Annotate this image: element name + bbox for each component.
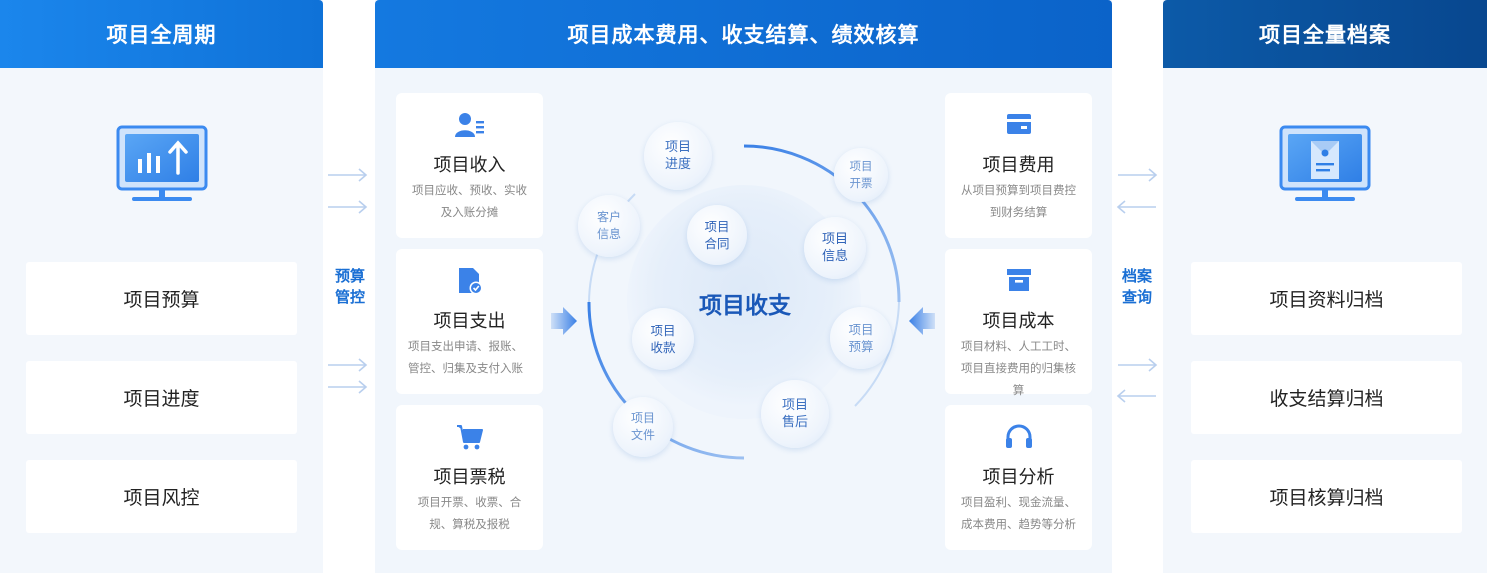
card-cost-title: 项目成本 [982, 311, 1055, 332]
settlement-column: 项目成本费用、收支结算、绩效核算 项目收入 项目应收、预收、实收及入账分摊 项目… [375, 0, 1112, 573]
archive-query-label-line1: 档案 [1121, 267, 1152, 285]
card-income-title: 项目收入 [433, 155, 506, 176]
bubble-contract: 项目合同 [687, 205, 747, 265]
card-income-desc: 项目应收、预收、实收及入账分摊 [412, 183, 527, 219]
bubble-info: 项目信息 [804, 217, 866, 279]
budget-control-label: 预算 管控 [330, 266, 370, 308]
item-progress: 项目进度 [26, 361, 297, 434]
card-analysis-desc: 项目盈利、现金流量、成本费用、趋势等分析 [961, 495, 1076, 531]
item-risk: 项目风控 [26, 460, 297, 533]
bubble-aftersales: 项目售后 [761, 380, 829, 448]
monitor-document-icon [1279, 125, 1371, 201]
card-expense-desc: 项目支出申请、报账、管控、归集及支付入账 [408, 339, 523, 375]
left-inflow-arrow [551, 307, 577, 335]
headset-icon [1005, 424, 1032, 448]
archive-query-label-line2: 查询 [1121, 288, 1152, 306]
card-expense-title: 项目支出 [433, 311, 506, 332]
budget-control-label-line1: 预算 [334, 267, 365, 285]
bubble-progress: 项目进度 [644, 122, 712, 190]
bubble-collection: 项目收款 [632, 308, 694, 370]
budget-control-label-line2: 管控 [334, 288, 365, 306]
item-material-archive: 项目资料归档 [1191, 262, 1462, 335]
card-cost-desc: 项目材料、人工工时、项目直接费用的归集核算 [961, 339, 1076, 397]
archive-query-label: 档案 查询 [1117, 266, 1157, 308]
card-analysis: 项目分析 项目盈利、现金流量、成本费用、趋势等分析 [945, 405, 1092, 550]
center-label: 项目收支 [699, 293, 791, 319]
user-list-icon [454, 113, 484, 137]
card-fee-desc: 从项目预算到项目费控到财务结算 [961, 183, 1076, 219]
card-fee-title: 项目费用 [982, 155, 1055, 176]
card-tax-title: 项目票税 [433, 467, 506, 488]
cart-icon [456, 425, 483, 450]
left-connector-arrows [328, 168, 368, 394]
archive-header: 项目全量档案 [1163, 0, 1487, 68]
card-cost: 项目成本 项目材料、人工工时、项目直接费用的归集核算 [945, 249, 1092, 397]
item-settlement-archive: 收支结算归档 [1191, 361, 1462, 434]
card-income: 项目收入 项目应收、预收、实收及入账分摊 [396, 93, 543, 238]
settlement-header: 项目成本费用、收支结算、绩效核算 [375, 0, 1112, 68]
bubble-customer: 客户信息 [578, 195, 640, 257]
bubble-file: 项目文件 [613, 397, 673, 457]
lifecycle-column: 项目全周期 项目预算 项目进度 项目风控 [0, 0, 323, 573]
archive-box-icon [1006, 269, 1031, 291]
right-connector-arrows [1116, 168, 1158, 403]
card-icon [1006, 114, 1031, 134]
bubble-invoice: 项目开票 [834, 148, 888, 202]
document-check-icon [458, 268, 482, 295]
card-tax: 项目票税 项目开票、收票、合规、算税及报税 [396, 405, 543, 550]
item-accounting-archive: 项目核算归档 [1191, 460, 1462, 533]
card-fee: 项目费用 从项目预算到项目费控到财务结算 [945, 93, 1092, 238]
bubble-budget: 项目预算 [830, 307, 892, 369]
lifecycle-header: 项目全周期 [0, 0, 323, 68]
archive-column: 项目全量档案 项目资料归档 收支结算归档 项目核算归档 [1163, 0, 1487, 573]
right-inflow-arrow [909, 307, 935, 335]
card-expense: 项目支出 项目支出申请、报账、管控、归集及支付入账 [396, 249, 543, 394]
monitor-chart-icon [116, 125, 208, 201]
item-budget: 项目预算 [26, 262, 297, 335]
card-analysis-title: 项目分析 [982, 467, 1055, 488]
card-tax-desc: 项目开票、收票、合规、算税及报税 [417, 495, 522, 531]
